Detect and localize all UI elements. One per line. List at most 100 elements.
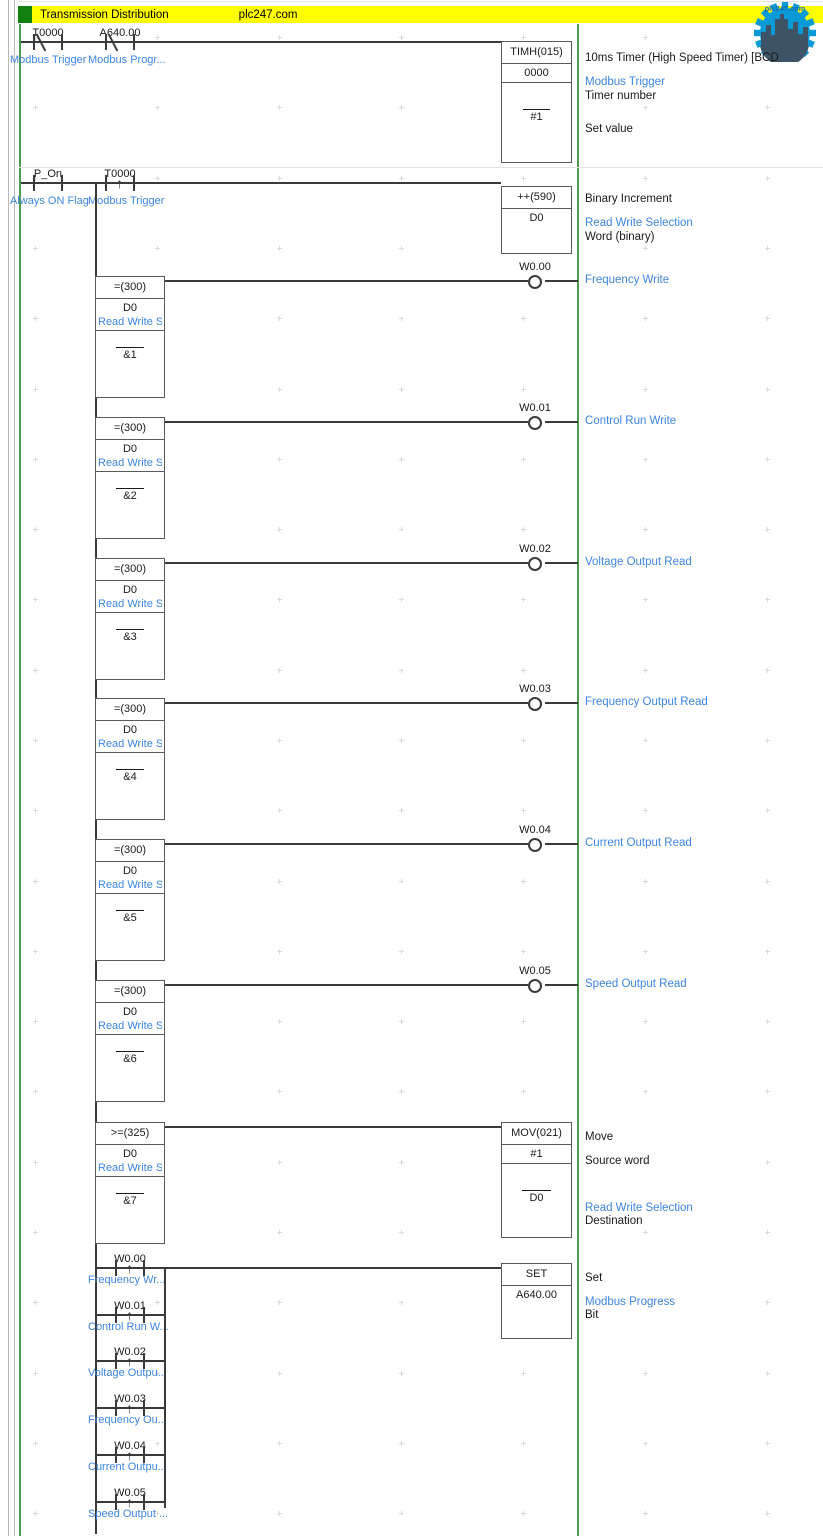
contact-right-bar xyxy=(143,1307,145,1323)
rung2-contact-t0000[interactable]: ↑ xyxy=(103,175,137,191)
set-contact-symbol-4: Current Outpu... xyxy=(88,1461,167,1473)
set-contact-2[interactable]: ↑ xyxy=(113,1353,147,1369)
timer-operand-1-wrap: #1 xyxy=(502,83,571,126)
set-leg-wire-0 xyxy=(95,1267,166,1269)
compare-constant-wrap: &2 xyxy=(96,472,164,505)
set-contact-0[interactable]: ↑ xyxy=(113,1260,147,1276)
section-color-swatch xyxy=(18,6,32,23)
rung1-timer-block[interactable]: TIMH(015) 0000 #1 xyxy=(501,41,572,163)
rung1-contact-1[interactable] xyxy=(31,33,65,52)
rung2-increment-block[interactable]: ++(590) D0 xyxy=(501,186,572,254)
contact-right-bar xyxy=(143,1447,145,1463)
set-branch-join-bus xyxy=(164,1268,166,1508)
contact-left-bar xyxy=(115,1447,117,1463)
contact-left-bar xyxy=(115,1353,117,1369)
normally-closed-slash-icon xyxy=(35,33,47,52)
output-coil-0[interactable] xyxy=(528,275,542,289)
output-coil-3[interactable] xyxy=(528,697,542,711)
set-branch-wire xyxy=(164,1267,502,1269)
compare-operand-symbol: Read Write S... xyxy=(98,737,162,750)
mov-operand1-comment: Destination xyxy=(585,1215,643,1227)
right-power-rail-rung1 xyxy=(577,24,579,167)
mov-operand-0: #1 xyxy=(502,1145,571,1164)
mov-operand0-comment: Source word xyxy=(585,1155,650,1167)
contact-right-bar xyxy=(143,1400,145,1416)
rung2-contact-pon[interactable] xyxy=(31,175,65,191)
rung1-contact-2-symbol: Modbus Progr... xyxy=(88,54,166,66)
contact-left-bar xyxy=(115,1260,117,1276)
contact-left-bar xyxy=(115,1307,117,1323)
timer-operand-0: 0000 xyxy=(502,64,571,83)
coil-address-3: W0.03 xyxy=(519,683,551,695)
compare-constant: &2 xyxy=(116,488,144,504)
set-block[interactable]: SET A640.00 xyxy=(501,1263,572,1339)
rung2-operand0-comment: Word (binary) xyxy=(585,231,655,243)
rung1-contact-2[interactable] xyxy=(103,33,137,52)
mov-operand1-symbol: Read Write Selection xyxy=(585,1202,693,1214)
rung2-block-comment: Binary Increment xyxy=(585,193,672,205)
set-leg-wire-3 xyxy=(95,1407,166,1409)
rung-separator xyxy=(18,167,823,168)
contact-right-bar xyxy=(61,175,63,191)
timer-instruction: TIMH(015) xyxy=(502,42,571,64)
compare-branch-wire-3 xyxy=(165,702,528,704)
rung1-operand0-comment: Timer number xyxy=(585,90,657,102)
compare-operand-symbol: Read Write S... xyxy=(98,315,162,328)
set-contact-symbol-5: Speed Output ... xyxy=(88,1508,169,1520)
compare-branch-wire-5 xyxy=(165,984,528,986)
coil-address-2: W0.02 xyxy=(519,543,551,555)
set-contact-3[interactable]: ↑ xyxy=(113,1400,147,1416)
output-coil-1[interactable] xyxy=(528,416,542,430)
mov-compare-operand-value: D0 xyxy=(122,1147,138,1160)
coil-right-wire-4 xyxy=(545,843,578,845)
output-coil-4[interactable] xyxy=(528,838,542,852)
contact-left-bar xyxy=(33,175,35,191)
coil-symbol-0: Frequency Write xyxy=(585,274,670,286)
compare-operand-symbol: Read Write S... xyxy=(98,878,162,891)
compare-constant: &1 xyxy=(116,347,144,363)
output-coil-5[interactable] xyxy=(528,979,542,993)
set-contact-1[interactable]: ↑ xyxy=(113,1307,147,1323)
rung2-contact-pon-address: P_On xyxy=(33,168,63,180)
set-operand0-comment: Bit xyxy=(585,1309,599,1321)
rising-edge-arrow-icon: ↑ xyxy=(126,1307,133,1323)
rung1-operand1-comment: Set value xyxy=(585,123,633,135)
increment-instruction: ++(590) xyxy=(502,187,571,209)
set-contact-4[interactable]: ↑ xyxy=(113,1447,147,1463)
rung1-contact-1-symbol: Modbus Trigger xyxy=(10,54,87,66)
compare-operand-symbol: Read Write S... xyxy=(98,597,162,610)
window-left-edge-2 xyxy=(14,0,15,1536)
coil-symbol-3: Frequency Output Read xyxy=(585,696,708,708)
output-coil-2[interactable] xyxy=(528,557,542,571)
rung2-contact-t0000-symbol: Modbus Trigger xyxy=(88,195,165,207)
mov-compare-operand: D0 Read Write S... xyxy=(96,1145,164,1178)
mov-compare-block[interactable]: >=(325) D0 Read Write S... &7 xyxy=(95,1122,165,1244)
compare-branch-wire-4 xyxy=(165,843,528,845)
set-contact-5[interactable]: ↑ xyxy=(113,1494,147,1510)
mov-block[interactable]: MOV(021) #1 D0 xyxy=(501,1122,572,1238)
set-operand0-symbol: Modbus Progress xyxy=(585,1296,676,1308)
mov-comment: Move xyxy=(585,1131,614,1143)
set-contact-address-3: W0.03 xyxy=(114,1393,146,1405)
set-contact-symbol-3: Frequency Ou... xyxy=(88,1414,167,1426)
rung1-operand0-symbol: Modbus Trigger xyxy=(585,76,665,88)
mov-operand-1-wrap: D0 xyxy=(502,1164,571,1207)
left-power-rail-rung1 xyxy=(19,24,21,167)
set-contact-address-4: W0.04 xyxy=(114,1440,146,1452)
rung2-main-wire xyxy=(21,182,501,184)
compare-branch-wire-0 xyxy=(165,280,528,282)
rung2-operand0-symbol: Read Write Selection xyxy=(585,217,693,229)
compare-constant: &3 xyxy=(116,629,144,645)
